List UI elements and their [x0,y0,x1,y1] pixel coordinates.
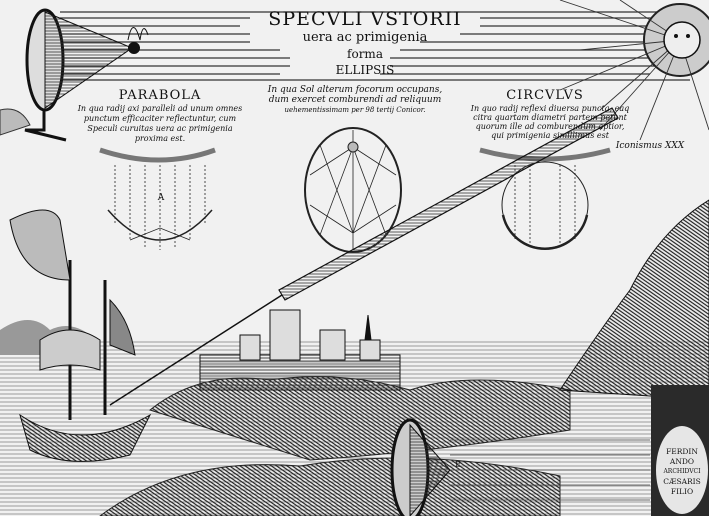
caption-line: qui primigenia simillimus est [491,131,609,140]
caption-line: citra quartam diametri partem petunt [473,113,627,122]
walled-city [199,309,401,391]
caption-line: Speculi curuitas uera ac primigenia [87,124,233,133]
mirror-label: E [455,460,461,469]
coastal-hills [559,199,709,401]
plate-label: Iconismus XXX [615,141,685,151]
hand-mirror-top-left [0,8,149,142]
reflected-ray [109,294,283,406]
caption-line: uehementissimam per 98 tertij Conicor. [284,106,426,114]
caption-line: proxima est. [134,134,186,143]
circulus-diagram [479,147,611,251]
sun-ray-beam [278,107,619,301]
inscription-line: ARCHIDVCI [663,468,701,475]
inscription-line: ANDO [669,457,695,466]
inscription-line: FILIO [670,487,694,496]
caption-line: quorum ille ad comburendum aptior, [475,122,625,131]
parabola-focus-label: A [157,193,165,203]
title-line-3: forma [347,47,383,61]
title-line-2: uera ac primigenia [302,30,428,45]
lower-burning-mirror [390,418,650,516]
title-line-4: ELLIPSIS [335,63,395,77]
inscription-line: CÆSARIS [663,477,701,486]
caption-line: In quo radij reflexi diuersa puncta, eaq [470,104,630,113]
title-line-1: SPECVLI VSTORII [268,8,462,30]
circulus-caption: In quo radij reflexi diuersa puncta, eaq… [455,104,645,140]
inscription-line: FERDIN [666,447,698,456]
dedication-inscription: FERDIN ANDO ARCHIDVCI CÆSARIS FILIO [656,447,708,497]
ellipse-caption: In qua Sol alterum focorum occupans, dum… [255,85,455,115]
parabola-diagram [99,147,216,250]
sailing-ship [9,209,152,462]
parabola-caption: In qua radij axi paralleli ad unum omnes… [70,104,250,144]
circulus-heading: CIRCVLVS [506,88,584,103]
caption-line: In qua radij axi paralleli ad unum omnes [77,104,243,113]
sun-icon [559,0,709,141]
caption-line: dum exercet comburendi ad reliquum [268,95,442,105]
caption-line: punctum efficaciter reflectuntur, cum [83,114,237,123]
caption-line: In qua Sol alterum focorum occupans, [267,85,443,95]
parabola-heading: PARABOLA [118,88,202,103]
